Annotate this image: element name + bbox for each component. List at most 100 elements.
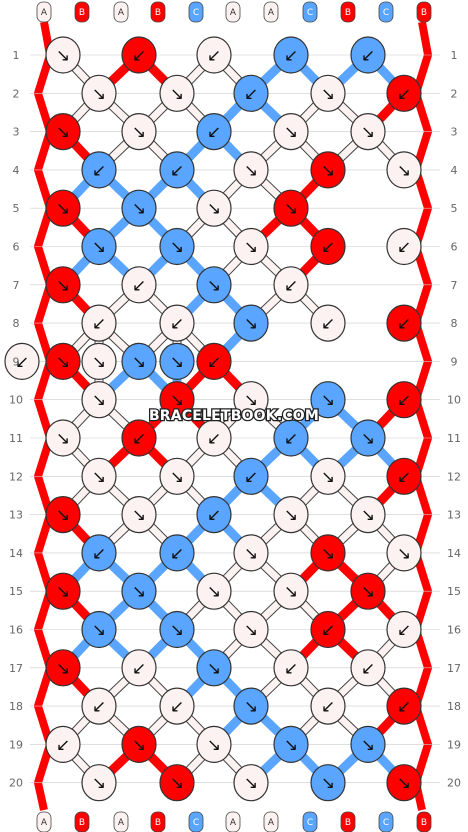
- knot-direction-arrow: ↙: [15, 352, 29, 372]
- knot: ↙: [45, 725, 81, 764]
- knot: ↘: [81, 74, 117, 112]
- knot-direction-arrow: ↘: [361, 735, 375, 755]
- knot-shape: [196, 419, 232, 457]
- knot-direction-arrow: ↘: [284, 582, 298, 602]
- knot-shape: [310, 227, 346, 266]
- knot: ↙: [196, 419, 232, 457]
- knot-shape: [45, 495, 81, 534]
- knot: ↙: [196, 495, 232, 534]
- strand-label-bottom-tab: [302, 811, 318, 832]
- knot-shape: [81, 74, 117, 112]
- knot: ↘: [159, 227, 195, 266]
- knot: ↘: [45, 266, 81, 304]
- knot-shape: [45, 36, 81, 74]
- knot-direction-arrow: ↙: [397, 84, 411, 104]
- row-number-right: 1: [451, 49, 458, 62]
- row-number-right: 4: [451, 164, 458, 177]
- knot-direction-arrow: ↙: [397, 314, 411, 334]
- knot-shape: [81, 342, 117, 380]
- strand-label-top-tab: [36, 1, 52, 23]
- strand-label-top: A: [268, 8, 275, 18]
- knot-direction-arrow: ↘: [244, 544, 258, 564]
- knot-direction-arrow: ↘: [170, 621, 184, 641]
- knot: ↘: [81, 610, 117, 649]
- knot: ↘: [233, 687, 269, 725]
- strand-label-top-tab: [74, 1, 90, 23]
- strand-label-bottom-tab: [263, 811, 279, 832]
- knot-shape: [233, 304, 269, 342]
- knot-shape: [350, 725, 386, 764]
- knot: ↙: [386, 74, 422, 112]
- strand-label-bottom-tab: [378, 811, 394, 832]
- row-number-left: 3: [13, 126, 20, 139]
- knot-direction-arrow: ↘: [56, 276, 70, 296]
- knot: ↙: [310, 304, 346, 342]
- knot: ↘: [45, 572, 81, 610]
- strand-label-top-tab: [188, 1, 204, 23]
- knot-shape: [121, 189, 157, 227]
- knot-shape: [273, 419, 309, 457]
- knot-shape: [159, 381, 195, 419]
- knot: ↘: [273, 725, 309, 764]
- strand-label-top: C: [383, 8, 389, 18]
- knot-shape: [310, 687, 346, 725]
- knot: ↙: [196, 342, 232, 380]
- knot: ↘: [45, 342, 81, 380]
- knot-shape: [81, 764, 117, 802]
- strand-label-bottom-tab: [74, 811, 90, 832]
- knot-shape: [121, 113, 157, 151]
- knot-shape: [196, 495, 232, 534]
- knot-shape: [196, 649, 232, 687]
- knot: ↘: [196, 266, 232, 304]
- row-number-left: 9: [13, 355, 20, 368]
- row-number-left: 20: [9, 777, 23, 790]
- knot-direction-arrow: ↙: [284, 659, 298, 679]
- knot-shape: [386, 764, 422, 802]
- knot-shape: [350, 649, 386, 687]
- strand-label-top: B: [421, 8, 427, 18]
- knot: ↙: [386, 610, 422, 649]
- knot-shape: [233, 381, 269, 419]
- knot-direction-arrow: ↘: [170, 774, 184, 794]
- row-number-right: 16: [447, 624, 461, 637]
- row-number-right: 9: [451, 355, 458, 368]
- knot: ↙: [350, 649, 386, 687]
- row-number-left: 4: [13, 164, 20, 177]
- knot: ↙: [159, 304, 195, 342]
- strand-label-bottom-tab: [113, 811, 129, 832]
- knot: ↘: [233, 610, 269, 649]
- knot-direction-arrow: ↙: [284, 429, 298, 449]
- knot: ↘: [121, 189, 157, 227]
- knot-direction-arrow: ↘: [284, 506, 298, 526]
- knot: ↙: [310, 227, 346, 266]
- knot: ↘: [386, 764, 422, 802]
- knot-shape: [81, 610, 117, 649]
- strand-label-bottom: A: [268, 818, 275, 828]
- knot: ↘: [159, 610, 195, 649]
- knot: ↘: [350, 725, 386, 764]
- knot: ↘: [196, 189, 232, 227]
- knot: ↙: [159, 687, 195, 725]
- knot-direction-arrow: ↘: [170, 467, 184, 487]
- row-number-right: 18: [447, 700, 461, 713]
- knot: ↙: [350, 36, 386, 74]
- knot: ↘: [121, 572, 157, 610]
- knot: ↘: [81, 764, 117, 802]
- knot-shape: [273, 189, 309, 227]
- row-number-right: 15: [447, 585, 461, 598]
- knot-direction-arrow: ↘: [170, 238, 184, 258]
- strand-label-bottom-tab: [340, 811, 356, 832]
- knot: ↘: [121, 725, 157, 764]
- knot-direction-arrow: ↙: [92, 161, 106, 181]
- row-number-left: 12: [9, 470, 23, 483]
- knot-direction-arrow: ↘: [92, 84, 106, 104]
- row-number-right: 17: [447, 662, 461, 675]
- row-number-left: 13: [9, 509, 23, 522]
- knot-shape: [159, 764, 195, 802]
- knot-shape: [159, 687, 195, 725]
- knot: ↘: [45, 36, 81, 74]
- knot-direction-arrow: ↙: [56, 735, 70, 755]
- strand-label-bottom: B: [155, 818, 161, 828]
